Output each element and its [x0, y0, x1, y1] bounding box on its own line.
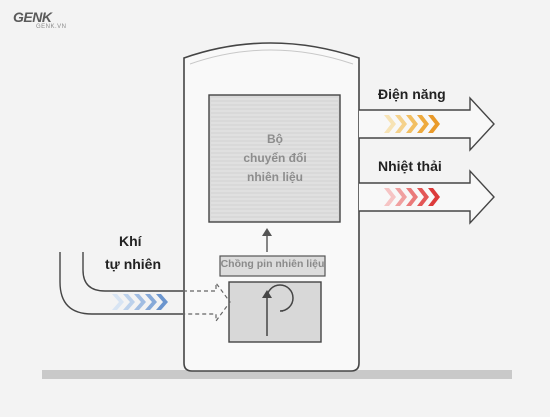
flow-up-arrow: [262, 228, 272, 252]
fuel-cell-stack: [228, 281, 322, 343]
chevron: [134, 294, 146, 310]
fuel-stack-label: Chồng pin nhiên liệu: [220, 258, 325, 270]
natural-gas-label-line1: Khí: [119, 233, 142, 249]
genk-logo: GENK: [13, 9, 52, 25]
chevron: [395, 115, 407, 133]
fuel-converter-label: Bộ chuyển đổi nhiên liệu: [210, 130, 340, 187]
chevron: [123, 294, 135, 310]
natural-gas-pipe: [59, 252, 231, 323]
waste-heat-label: Nhiệt thải: [378, 158, 442, 174]
chevron: [417, 188, 429, 206]
cabinet-top-highlight: [189, 49, 354, 65]
chevron: [384, 115, 396, 133]
chevron: [384, 188, 396, 206]
heat-output-arrow: [359, 169, 495, 225]
gas-dashed-arrow: [183, 281, 231, 323]
chevron: [145, 294, 157, 310]
converter-label-line2: chuyển đổi: [243, 151, 307, 165]
genk-site-text: GENK.VN: [36, 24, 67, 30]
heat-chevrons: [384, 188, 440, 206]
electric-output-arrow: [359, 96, 495, 152]
chevron: [428, 188, 440, 206]
chevron: [406, 188, 418, 206]
chevron: [395, 188, 407, 206]
chevron: [428, 115, 440, 133]
chevron: [417, 115, 429, 133]
electric-chevrons: [384, 115, 440, 133]
electric-energy-label: Điện năng: [378, 86, 446, 102]
natural-gas-label-line2: tự nhiên: [105, 256, 162, 272]
loop-flow-icon: [266, 284, 294, 336]
converter-label-line1: Bộ: [267, 132, 283, 146]
chevron: [112, 294, 124, 310]
converter-label-line3: nhiên liệu: [246, 170, 303, 184]
chevron: [156, 294, 168, 310]
gas-chevrons: [112, 294, 168, 310]
chevron: [406, 115, 418, 133]
fuel-converter-block: [208, 94, 341, 223]
fuel-stack-label-box: [219, 255, 326, 277]
ground-line: [42, 370, 512, 379]
